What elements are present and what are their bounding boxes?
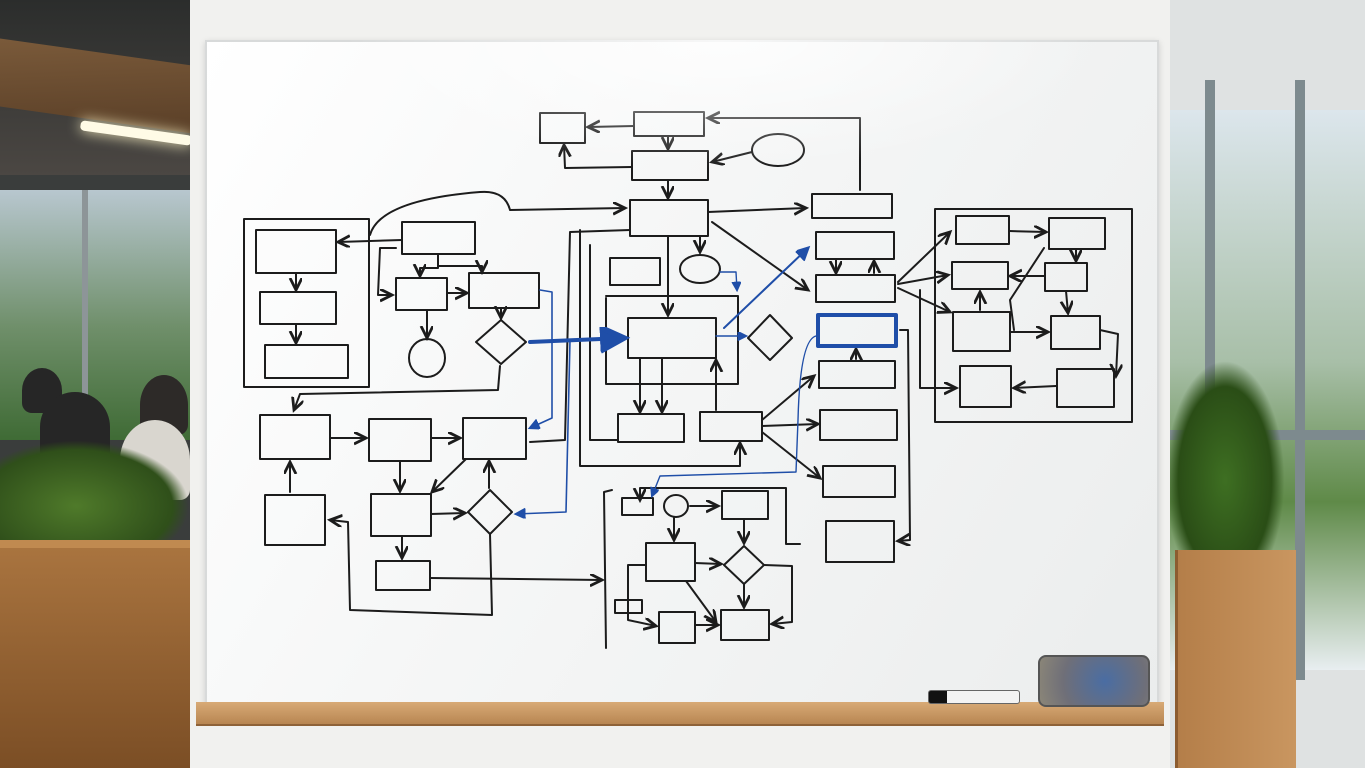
- process-box: [815, 231, 895, 260]
- decision-diamond: [467, 489, 513, 535]
- process-box: [368, 418, 432, 462]
- process-box: [539, 112, 586, 144]
- decision-diamond: [747, 314, 793, 361]
- terminal-circle: [663, 494, 689, 518]
- process-box: [1048, 217, 1106, 250]
- process-box: [259, 291, 337, 325]
- process-box: [609, 257, 661, 286]
- process-box: [264, 494, 326, 546]
- decision-diamond: [723, 545, 765, 585]
- process-box: [815, 274, 896, 303]
- process-box: [259, 414, 331, 460]
- process-box: [645, 542, 696, 582]
- process-box: [951, 261, 1009, 290]
- wooden-desk: [0, 548, 192, 768]
- process-box: [818, 360, 896, 389]
- process-box: [633, 111, 705, 137]
- process-box: [952, 311, 1011, 352]
- process-box: [1056, 368, 1115, 408]
- process-box: [375, 560, 431, 591]
- process-box: [629, 199, 709, 237]
- process-box: [721, 490, 769, 520]
- terminal-circle: [679, 254, 721, 284]
- group-frame: [243, 218, 370, 388]
- process-box: [468, 272, 540, 309]
- process-box: [959, 365, 1012, 408]
- process-box: [627, 317, 717, 359]
- process-box: [699, 411, 763, 442]
- process-box: [1050, 315, 1101, 350]
- highlighted-box: [816, 313, 898, 348]
- process-box: [617, 413, 685, 443]
- process-box: [631, 150, 709, 181]
- window-frame: [1295, 80, 1305, 680]
- left-office-background: [0, 0, 192, 768]
- terminal-circle: [751, 133, 805, 167]
- marker-tray: [196, 702, 1164, 726]
- window-mullion: [82, 190, 88, 440]
- process-box: [621, 497, 654, 516]
- dry-erase-marker[interactable]: [928, 690, 1020, 704]
- process-box: [658, 611, 696, 644]
- whiteboard-eraser[interactable]: [1038, 655, 1150, 707]
- process-box: [819, 409, 898, 441]
- blue-ink: [516, 248, 898, 514]
- process-box: [811, 193, 893, 219]
- process-box: [401, 221, 476, 255]
- process-box: [395, 277, 448, 311]
- process-box: [955, 215, 1010, 245]
- process-box: [462, 417, 527, 460]
- group-frame: [934, 208, 1133, 423]
- wooden-planter: [1175, 550, 1296, 768]
- process-box: [255, 229, 337, 274]
- process-box: [720, 609, 770, 641]
- decision-diamond: [475, 319, 527, 365]
- process-box: [370, 493, 432, 537]
- process-box: [1044, 262, 1088, 292]
- process-box: [822, 465, 896, 498]
- terminal-circle: [408, 338, 446, 378]
- process-box: [264, 344, 349, 379]
- process-box: [825, 520, 895, 563]
- desk-plant: [0, 440, 190, 550]
- flowchart-ink: [243, 111, 1133, 649]
- potted-plant: [1165, 360, 1285, 560]
